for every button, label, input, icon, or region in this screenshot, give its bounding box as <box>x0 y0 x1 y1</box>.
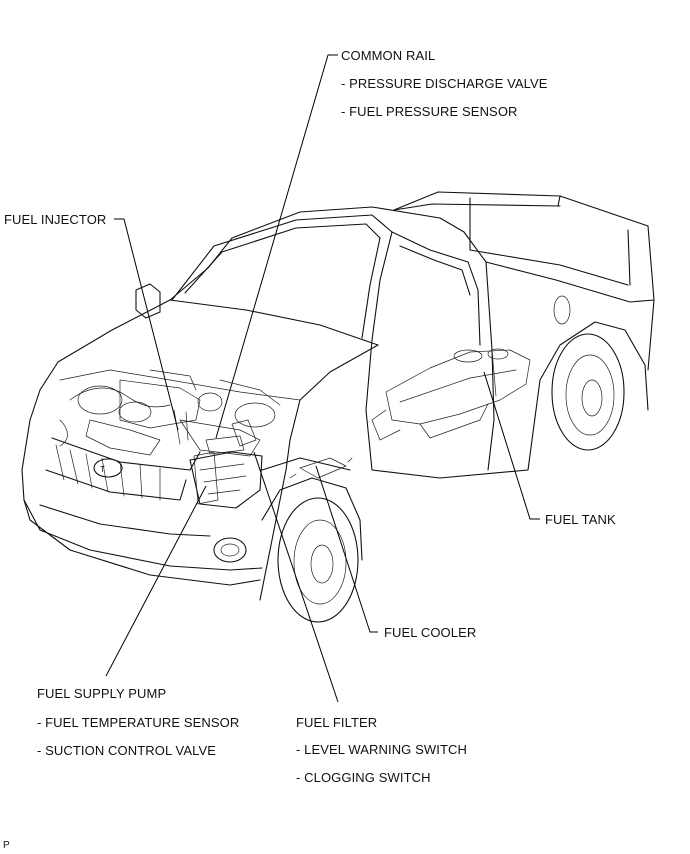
label-pressure-discharge-valve: - PRESSURE DISCHARGE VALVE <box>341 76 548 91</box>
label-fuel-temperature-sensor: - FUEL TEMPERATURE SENSOR <box>37 715 240 730</box>
label-fuel-tank: FUEL TANK <box>545 512 616 527</box>
label-common-rail: COMMON RAIL <box>341 48 436 63</box>
label-fuel-filter: FUEL FILTER <box>296 715 378 730</box>
engine-bay <box>59 369 301 505</box>
label-fuel-injector: FUEL INJECTOR <box>4 212 107 227</box>
label-level-warning-switch: - LEVEL WARNING SWITCH <box>296 742 467 757</box>
svg-text:T: T <box>100 465 105 474</box>
leader-lines <box>105 54 540 703</box>
label-suction-control-valve: - SUCTION CONTROL VALVE <box>37 743 217 758</box>
fuel-tank-assembly <box>289 348 531 479</box>
corner-mark: P <box>3 840 10 851</box>
label-fuel-supply-pump: FUEL SUPPLY PUMP <box>37 686 167 701</box>
label-clogging-switch: - CLOGGING SWITCH <box>296 770 431 785</box>
label-fuel-pressure-sensor: - FUEL PRESSURE SENSOR <box>341 104 518 119</box>
truck-body: T <box>21 191 655 623</box>
label-fuel-cooler: FUEL COOLER <box>384 625 477 640</box>
